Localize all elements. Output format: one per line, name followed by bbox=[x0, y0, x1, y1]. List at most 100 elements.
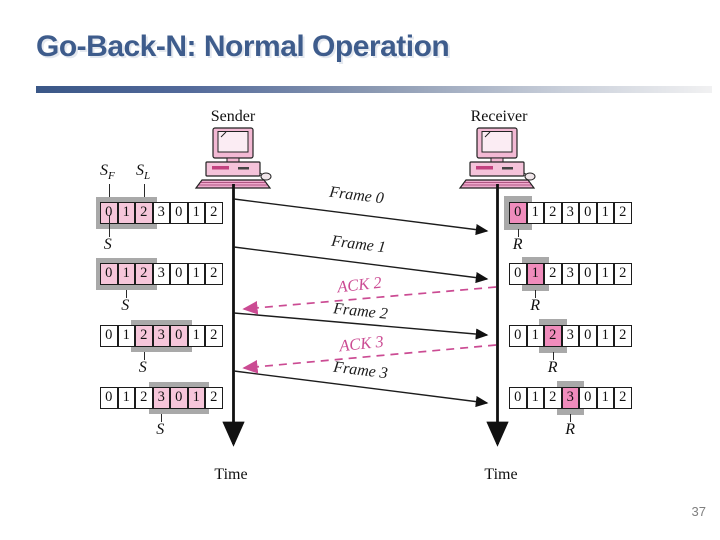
sequence-cell: 1 bbox=[526, 263, 544, 285]
sequence-cell: 3 bbox=[561, 202, 579, 224]
sf-tick bbox=[108, 184, 110, 208]
ack2-label: ACK 2 bbox=[335, 273, 382, 297]
sf-label: SF bbox=[100, 162, 115, 183]
sequence-cell: 1 bbox=[187, 263, 205, 285]
pointer-label: S bbox=[121, 297, 130, 314]
frame2-arrow bbox=[233, 312, 489, 340]
sequence-cell: 1 bbox=[117, 263, 135, 285]
sequence-cell: 3 bbox=[561, 325, 579, 347]
sequence-cell: 0 bbox=[100, 263, 118, 285]
sequence-cell: 2 bbox=[544, 325, 562, 347]
sequence-cell: 2 bbox=[614, 263, 632, 285]
sequence-cell: 1 bbox=[117, 387, 135, 409]
sender-time-label: Time bbox=[214, 466, 247, 483]
sequence-cell: 0 bbox=[509, 263, 527, 285]
sequence-cell: 1 bbox=[526, 387, 544, 409]
sequence-cell: 2 bbox=[205, 202, 223, 224]
pointer-tick bbox=[161, 414, 163, 422]
frame0-label: Frame 0 bbox=[327, 184, 384, 208]
pointer-tick bbox=[126, 290, 128, 298]
sequence-cell: 1 bbox=[117, 202, 135, 224]
sequence-cell: 2 bbox=[205, 325, 223, 347]
sequence-cell: 3 bbox=[561, 263, 579, 285]
sequence-cell: 2 bbox=[544, 202, 562, 224]
sequence-cell: 2 bbox=[614, 202, 632, 224]
sl-tick bbox=[143, 184, 145, 204]
pointer-label: R bbox=[547, 359, 558, 376]
sequence-cell: 1 bbox=[187, 325, 205, 347]
sequence-cell: 1 bbox=[526, 202, 544, 224]
sequence-cell: 2 bbox=[205, 263, 223, 285]
sequence-cell: 2 bbox=[135, 387, 153, 409]
frame3-label: Frame 3 bbox=[331, 359, 388, 383]
sequence-cell: 2 bbox=[135, 325, 153, 347]
pointer-label: S bbox=[156, 421, 165, 438]
sequence-cell: 2 bbox=[544, 387, 562, 409]
pointer-label: S bbox=[103, 236, 112, 253]
frame2-label: Frame 2 bbox=[331, 300, 388, 323]
pointer-tick bbox=[535, 290, 537, 298]
frame0-arrow bbox=[233, 198, 489, 236]
sequence-cell: 0 bbox=[100, 325, 118, 347]
sequence-cell: 0 bbox=[170, 325, 188, 347]
sequence-cell: 0 bbox=[579, 387, 597, 409]
ack3-label: ACK 3 bbox=[337, 332, 384, 356]
sequence-cell: 1 bbox=[526, 325, 544, 347]
sequence-cell: 0 bbox=[509, 325, 527, 347]
sequence-cell: 1 bbox=[187, 387, 205, 409]
slide-title: Go-Back-N: Normal Operation bbox=[36, 30, 450, 63]
title-rule bbox=[36, 86, 712, 93]
sequence-cell: 0 bbox=[100, 202, 118, 224]
receiver-time-label: Time bbox=[484, 466, 517, 483]
frame1-label: Frame 1 bbox=[329, 233, 386, 257]
sl-label: SL bbox=[136, 162, 151, 183]
page-number: 37 bbox=[691, 504, 706, 519]
frame3-arrow bbox=[233, 370, 489, 408]
sequence-cell: 2 bbox=[544, 263, 562, 285]
sequence-cell: 0 bbox=[579, 202, 597, 224]
sequence-cell: 1 bbox=[596, 202, 614, 224]
sequence-cell: 3 bbox=[152, 202, 170, 224]
sequence-cell: 0 bbox=[170, 387, 188, 409]
receiver-header: Receiver bbox=[471, 108, 529, 125]
sequence-cell: 1 bbox=[117, 325, 135, 347]
sequence-cell: 2 bbox=[135, 202, 153, 224]
pointer-tick bbox=[143, 352, 145, 360]
ack3-arrow bbox=[242, 344, 497, 374]
sequence-cell: 0 bbox=[100, 387, 118, 409]
sequence-cell: 1 bbox=[596, 325, 614, 347]
sequence-cell: 2 bbox=[614, 387, 632, 409]
pointer-tick bbox=[517, 229, 519, 237]
sender-header: Sender bbox=[211, 108, 256, 125]
sequence-cell: 0 bbox=[170, 202, 188, 224]
sequence-cell: 0 bbox=[579, 263, 597, 285]
sequence-cell: 0 bbox=[579, 325, 597, 347]
sequence-cell: 2 bbox=[135, 263, 153, 285]
sequence-cell: 1 bbox=[596, 387, 614, 409]
sequence-cell: 3 bbox=[152, 387, 170, 409]
pointer-tick bbox=[108, 215, 110, 237]
sequence-cell: 0 bbox=[509, 202, 527, 224]
frame1-arrow bbox=[233, 246, 489, 284]
pointer-label: S bbox=[138, 359, 147, 376]
sequence-cell: 2 bbox=[614, 325, 632, 347]
sender-computer-icon bbox=[195, 127, 272, 189]
sequence-cell: 2 bbox=[205, 387, 223, 409]
sequence-cell: 3 bbox=[152, 263, 170, 285]
receiver-computer-icon bbox=[459, 127, 536, 189]
sequence-cell: 1 bbox=[187, 202, 205, 224]
sequence-cell: 0 bbox=[170, 263, 188, 285]
sequence-cell: 0 bbox=[509, 387, 527, 409]
pointer-tick bbox=[552, 352, 554, 360]
sequence-cell: 3 bbox=[152, 325, 170, 347]
pointer-label: R bbox=[530, 297, 541, 314]
